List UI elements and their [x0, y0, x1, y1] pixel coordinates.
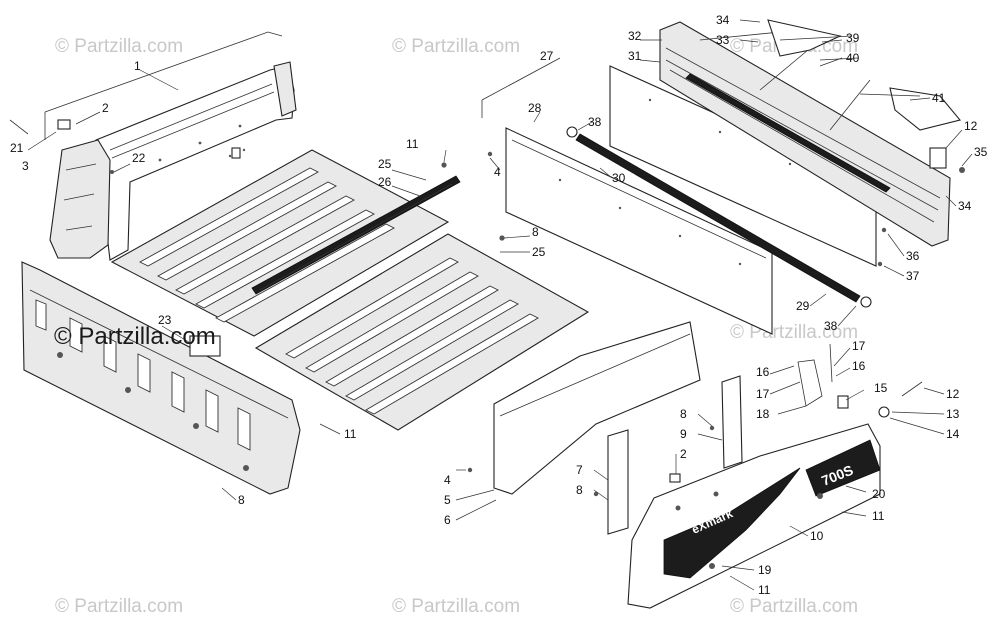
callout-label: 8 — [532, 225, 539, 239]
callout-label: 27 — [540, 49, 554, 63]
callout-label: 2 — [680, 447, 687, 461]
callout-label: 33 — [716, 33, 730, 47]
callout-label: 6 — [444, 513, 451, 527]
callout-label: 34 — [716, 13, 730, 27]
callout-label: 17 — [756, 387, 770, 401]
watermark: © Partzilla.com — [392, 36, 520, 57]
callout-label: 26 — [378, 175, 392, 189]
watermark: © Partzilla.com — [55, 596, 183, 617]
callout-label: 7 — [576, 463, 583, 477]
left-lower-wall — [21, 261, 301, 495]
callout-label: 3 — [22, 159, 29, 173]
callout-label: 25 — [532, 245, 546, 259]
callout-label: 37 — [906, 269, 920, 283]
callout-label: 8 — [238, 493, 245, 507]
callout-label: 10 — [810, 529, 824, 543]
callout-label: 34 — [958, 199, 972, 213]
callout-label: 8 — [576, 483, 583, 497]
callout-label: 35 — [974, 145, 988, 159]
callout-label: 28 — [528, 101, 542, 115]
callout-label: 18 — [756, 407, 770, 421]
callout-label: 12 — [964, 119, 978, 133]
callout-label: 30 — [612, 171, 626, 185]
left-side-panel — [9, 31, 297, 261]
callout-label: 9 — [680, 427, 687, 441]
callout-label: 32 — [628, 29, 642, 43]
callout-label: 40 — [846, 51, 860, 65]
callout-label: 15 — [874, 381, 888, 395]
callout-label: 17 — [852, 339, 866, 353]
callout-label: 11 — [872, 509, 885, 523]
callout-labels: 1 2 21 3 22 11 25 26 8 25 23 11 8 27 28 … — [10, 13, 988, 597]
callout-label: 21 — [10, 141, 24, 155]
callout-label: 2 — [102, 101, 109, 115]
callout-label: 11 — [406, 137, 419, 151]
watermark: © Partzilla.com — [55, 36, 183, 57]
callout-label: 23 — [158, 313, 172, 327]
callout-label: 12 — [946, 387, 960, 401]
rear-panel-group — [481, 19, 965, 335]
callout-label: 31 — [628, 49, 642, 63]
callout-label: 5 — [444, 493, 451, 507]
callout-label: 14 — [946, 427, 960, 441]
callout-label: 19 — [758, 563, 772, 577]
callout-label: 38 — [824, 319, 838, 333]
callout-label: 38 — [588, 115, 602, 129]
callout-label: 25 — [378, 157, 392, 171]
callout-label: 4 — [444, 473, 451, 487]
watermark: © Partzilla.com — [730, 596, 858, 617]
main-watermark: © Partzilla.com — [54, 323, 216, 350]
callout-label: 20 — [872, 487, 886, 501]
callout-label: 39 — [846, 31, 860, 45]
callout-label: 4 — [494, 165, 501, 179]
callout-label: 16 — [756, 365, 770, 379]
callout-label: 29 — [796, 299, 810, 313]
callout-label: 41 — [932, 91, 946, 105]
callout-label: 22 — [132, 151, 146, 165]
callout-label: 36 — [906, 249, 920, 263]
callout-label: 8 — [680, 407, 687, 421]
callout-label: 11 — [758, 583, 771, 597]
callout-label: 11 — [344, 427, 357, 441]
callout-label: 13 — [946, 407, 960, 421]
callout-label: 1 — [134, 59, 141, 73]
floor-panels — [110, 149, 590, 431]
watermark: © Partzilla.com — [392, 596, 520, 617]
callout-label: 16 — [852, 359, 866, 373]
tailgate-assembly: eXmark 700S — [467, 321, 923, 609]
leader-lines — [27, 19, 973, 591]
